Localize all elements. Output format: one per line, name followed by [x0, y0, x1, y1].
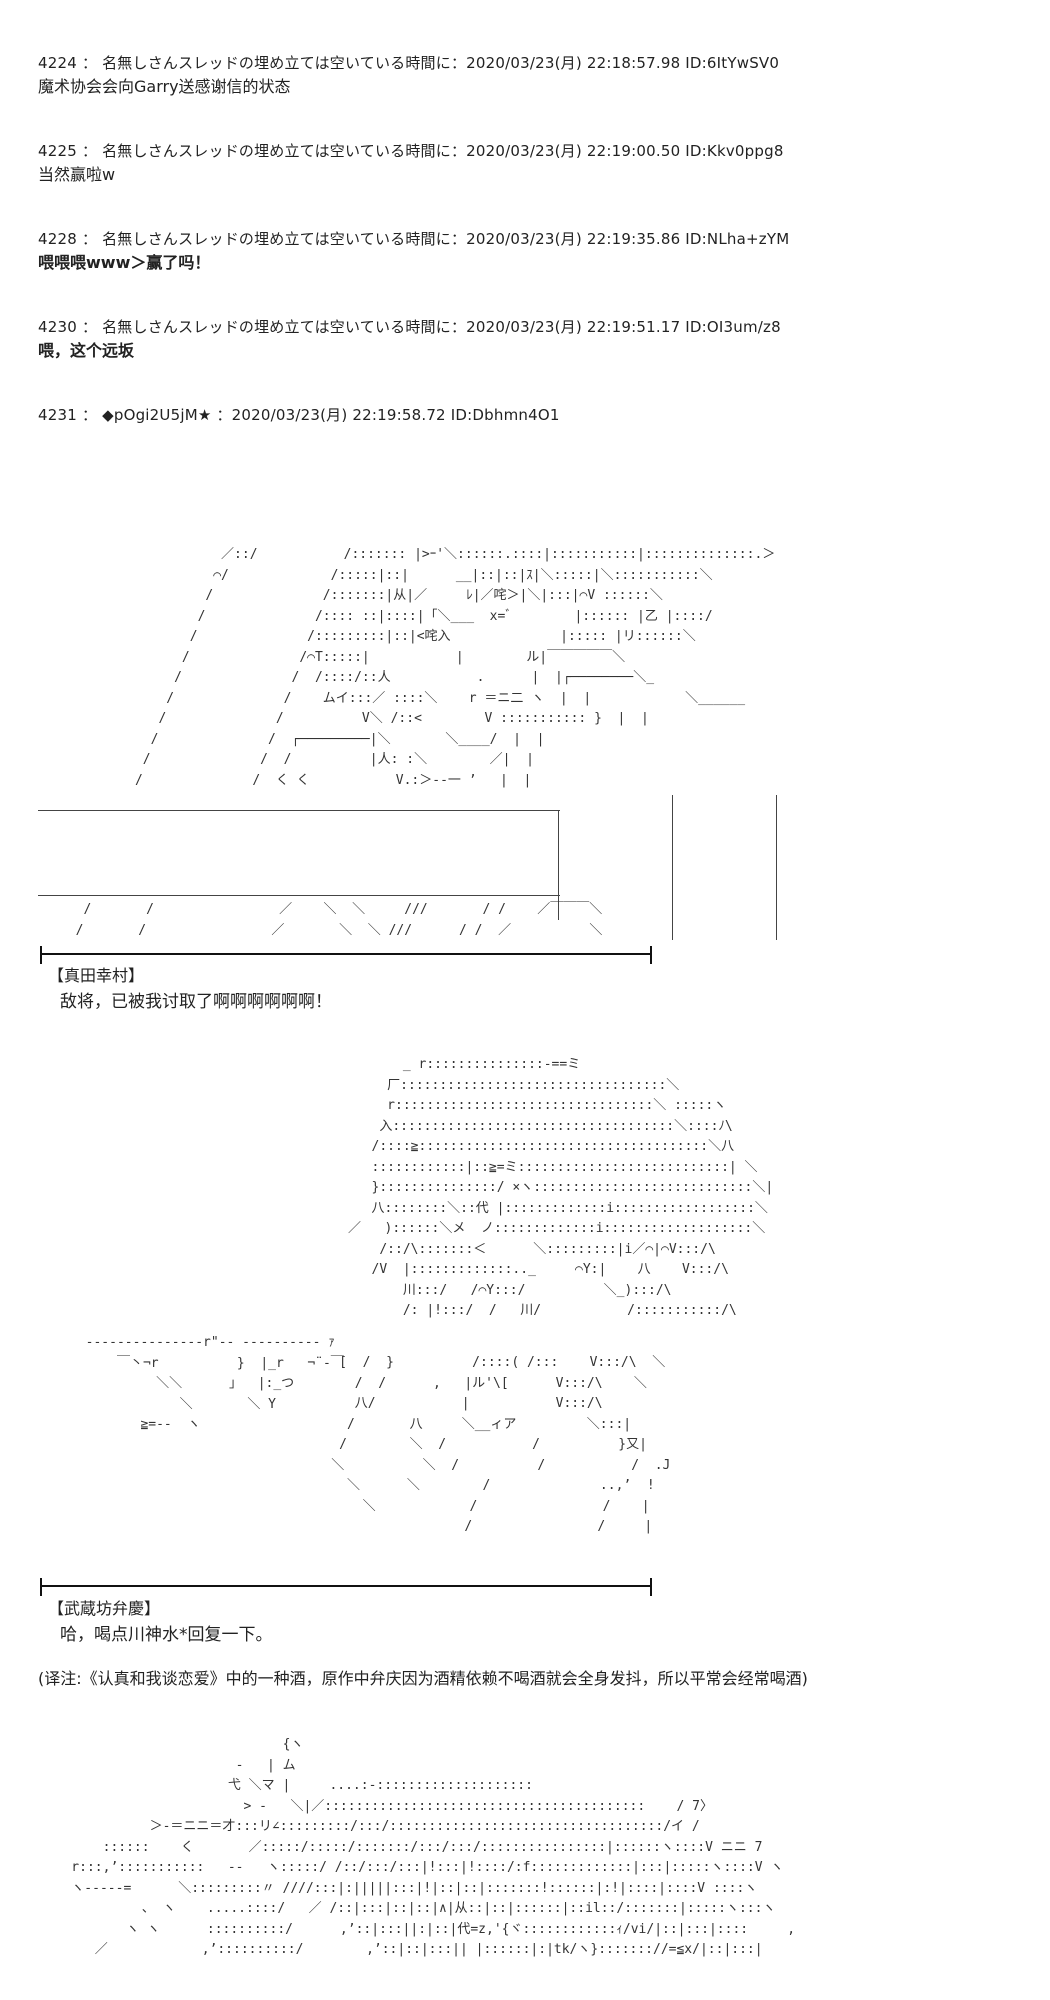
post-body: 当然赢啦w — [38, 165, 116, 184]
post-header: 4224 ： 名無しさんスレッドの埋め立ては空いている時間に：2020/03/2… — [38, 54, 780, 72]
ascii-art-yukimura-base: / / ／ ＼ ＼ /// / / ／￣￣￣＼ / / ／ ＼ ＼ /// / … — [75, 902, 603, 938]
post-body: 喂喂喂www＞赢了吗！ — [38, 253, 211, 272]
divider — [40, 946, 652, 964]
art-bar — [776, 795, 777, 940]
post-header: 4230 ： 名無しさんスレッドの埋め立ては空いている時間に：2020/03/2… — [38, 318, 781, 336]
speaker-name: 【真田幸村】 — [48, 966, 145, 985]
translator-note: (译注:《认真和我谈恋爱》中的一种酒，原作中弁庆因为酒精依赖不喝酒就会全身发抖，… — [38, 1669, 808, 1688]
post-body: 魔术协会会向Garry送感谢信的状态 — [38, 77, 291, 96]
ascii-art-benkei: _ r:::::::::::::::-==ミ 厂::::::::::::::::… — [348, 1057, 774, 1318]
divider — [40, 1578, 652, 1596]
ascii-art-benkei-arm: ---------------r"-- ---------- ｧ ￣丶¬r } … — [85, 1335, 344, 1432]
post-header: 4225 ： 名無しさんスレッドの埋め立ては空いている時間に：2020/03/2… — [38, 142, 784, 160]
post-header: 4231 ： ◆pOgi2U5jM★ ：2020/03/23(月) 22:19:… — [38, 406, 560, 424]
art-bar — [558, 810, 559, 920]
ascii-art-bottom: {ヽ - | ム 弋 ＼マ | ....:-::::::::::::::::::… — [71, 1737, 796, 1957]
dialogue-line: 哈，喝点川神水*回复一下。 — [60, 1625, 273, 1645]
post-header: 4228 ： 名無しさんスレッドの埋め立ては空いている時間に：2020/03/2… — [38, 230, 790, 248]
art-bar — [672, 795, 673, 940]
speaker-name: 【武蔵坊弁慶】 — [48, 1599, 161, 1618]
post-body: 喂，这个远坂 — [38, 341, 135, 360]
art-bar — [38, 810, 560, 811]
art-bar — [38, 895, 560, 896]
ascii-art-yukimura: ／::/ /::::::: |>ｰ'＼::::::.::::|:::::::::… — [134, 547, 776, 788]
ascii-art-benkei-lower: [ / } /::::( /::: V:::/\ ＼ / / , |ル'\[ V… — [331, 1355, 671, 1534]
dialogue-line: 敌将，已被我讨取了啊啊啊啊啊啊！ — [60, 992, 332, 1012]
